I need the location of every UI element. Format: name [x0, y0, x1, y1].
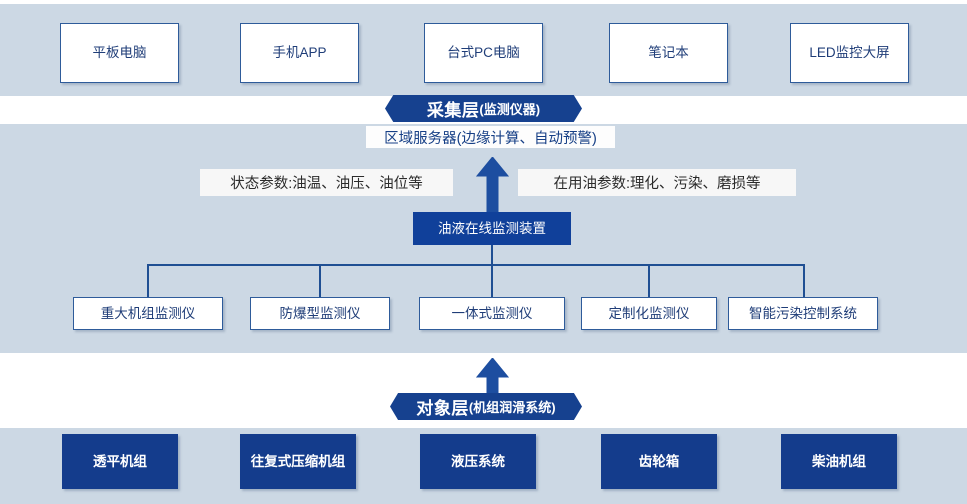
monitor-type-explosion-proof[interactable]: 防爆型监测仪 — [250, 297, 390, 330]
connector-drop-3 — [491, 264, 494, 297]
connector-drop-1 — [147, 264, 150, 297]
collection-layer-banner: 采集层(监测仪器) — [385, 95, 582, 122]
terminal-device-desktop-pc[interactable]: 台式PC电脑 — [424, 23, 543, 83]
object-hydraulic-system[interactable]: 液压系统 — [420, 434, 536, 489]
oil-online-monitoring-device[interactable]: 油液在线监测装置 — [413, 212, 571, 245]
status-parameters-text: 状态参数:油温、油压、油位等 — [230, 176, 423, 192]
monitor-type-smart-contamination-control[interactable]: 智能污染控制系统 — [728, 297, 878, 330]
object-label: 柴油机组 — [812, 453, 866, 469]
regional-server-box[interactable]: 区域服务器(边缘计算、自动预警) — [366, 126, 615, 148]
terminal-device-label: 笔记本 — [648, 45, 689, 61]
terminal-device-label: LED监控大屏 — [809, 45, 890, 61]
object-layer-banner: 对象层 (机组润滑系统) — [390, 393, 582, 420]
oil-online-monitoring-device-label: 油液在线监测装置 — [438, 220, 546, 236]
object-label: 齿轮箱 — [638, 453, 680, 469]
object-layer-title: 对象层 — [416, 399, 469, 418]
regional-server-label: 区域服务器(边缘计算、自动预警) — [384, 130, 597, 147]
connector-drop-2 — [319, 264, 322, 297]
object-layer-subtitle: (机组润滑系统) — [468, 400, 556, 415]
monitor-type-label: 一体式监测仪 — [451, 305, 533, 321]
connector-horizontal-bus — [147, 264, 805, 267]
object-label: 液压系统 — [451, 453, 505, 469]
monitor-type-customized[interactable]: 定制化监测仪 — [581, 297, 717, 330]
collection-layer-subtitle: (监测仪器) — [479, 102, 541, 117]
object-diesel-unit[interactable]: 柴油机组 — [781, 434, 897, 489]
terminal-device-tablet[interactable]: 平板电脑 — [60, 23, 179, 83]
connector-hub-stem — [491, 245, 494, 265]
object-label: 透平机组 — [93, 453, 147, 469]
object-label: 往复式压缩机组 — [250, 453, 346, 469]
terminal-device-label: 手机APP — [272, 45, 327, 61]
monitor-type-major-unit[interactable]: 重大机组监测仪 — [73, 297, 223, 330]
connector-drop-4 — [648, 264, 651, 297]
terminal-device-label: 平板电脑 — [92, 45, 147, 61]
in-use-oil-parameters-text: 在用油参数:理化、污染、磨损等 — [553, 176, 761, 192]
object-reciprocating-compressor[interactable]: 往复式压缩机组 — [240, 434, 356, 489]
monitor-type-integrated[interactable]: 一体式监测仪 — [419, 297, 565, 330]
status-parameters-label: 状态参数:油温、油压、油位等 — [200, 169, 453, 196]
object-gearbox[interactable]: 齿轮箱 — [601, 434, 717, 489]
terminal-device-led-screen[interactable]: LED监控大屏 — [790, 23, 909, 83]
monitor-type-label: 重大机组监测仪 — [100, 305, 196, 321]
collection-layer-title: 采集层 — [426, 101, 480, 120]
terminal-device-laptop[interactable]: 笔记本 — [609, 23, 728, 83]
monitor-type-label: 防爆型监测仪 — [279, 305, 361, 321]
object-turbine-unit[interactable]: 透平机组 — [62, 434, 178, 489]
monitor-type-label: 定制化监测仪 — [608, 305, 690, 321]
terminal-device-label: 台式PC电脑 — [447, 45, 520, 61]
arrow-device-to-server — [475, 156, 510, 220]
terminal-device-mobile-app[interactable]: 手机APP — [240, 23, 359, 83]
in-use-oil-parameters-label: 在用油参数:理化、污染、磨损等 — [518, 169, 796, 196]
connector-drop-5 — [803, 264, 806, 297]
monitor-type-label: 智能污染控制系统 — [749, 305, 857, 321]
